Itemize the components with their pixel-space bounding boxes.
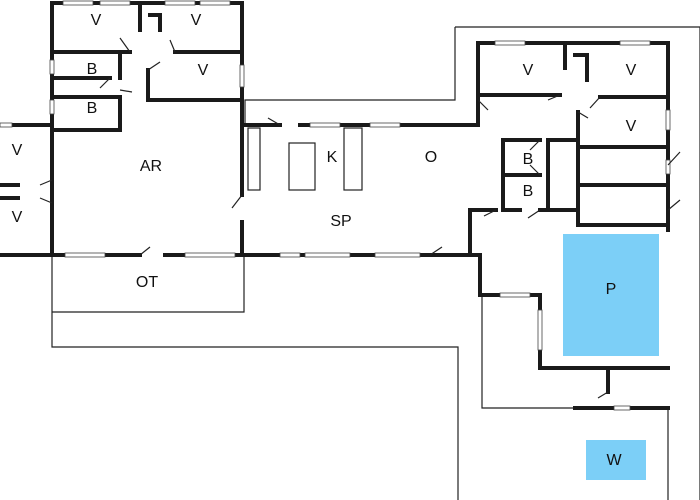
room-label-ot: OT [136, 274, 158, 291]
central-walls [240, 98, 480, 257]
room-label-bedroom-ne-2: V [626, 62, 637, 79]
room-label-bedroom-nw-1: V [91, 12, 102, 29]
terrace-outline [51, 26, 700, 500]
room-label-bedroom-nw-2: V [191, 12, 202, 29]
room-label-bath-nw-2: B [87, 100, 98, 117]
room-label-dining: SP [330, 213, 351, 230]
room-label-bedroom-w-2: V [12, 209, 23, 226]
pool [563, 234, 659, 356]
room-label-bedroom-nw-3: V [198, 62, 209, 79]
doors [39, 37, 681, 399]
room-label-bedroom-ne-1: V [523, 62, 534, 79]
room-label-kitchen: K [327, 149, 338, 166]
windows [0, 0, 671, 411]
room-label-bath-nw-1: B [87, 61, 98, 78]
room-label-w: W [606, 452, 622, 469]
water-feature [586, 440, 646, 480]
room-labels: V V V B B V V AR K O SP OT V V V B B P W [12, 12, 637, 469]
room-label-bath-e-1: B [523, 151, 534, 168]
west-wing-walls [0, 1, 482, 257]
room-label-bath-e-2: B [523, 183, 534, 200]
room-label-o-area: O [425, 149, 437, 166]
room-label-pool: P [606, 281, 617, 298]
room-label-bedroom-e-1: V [626, 118, 637, 135]
room-label-living: AR [140, 158, 162, 175]
kitchen-counters [247, 127, 363, 191]
room-label-bedroom-w-1: V [12, 142, 23, 159]
